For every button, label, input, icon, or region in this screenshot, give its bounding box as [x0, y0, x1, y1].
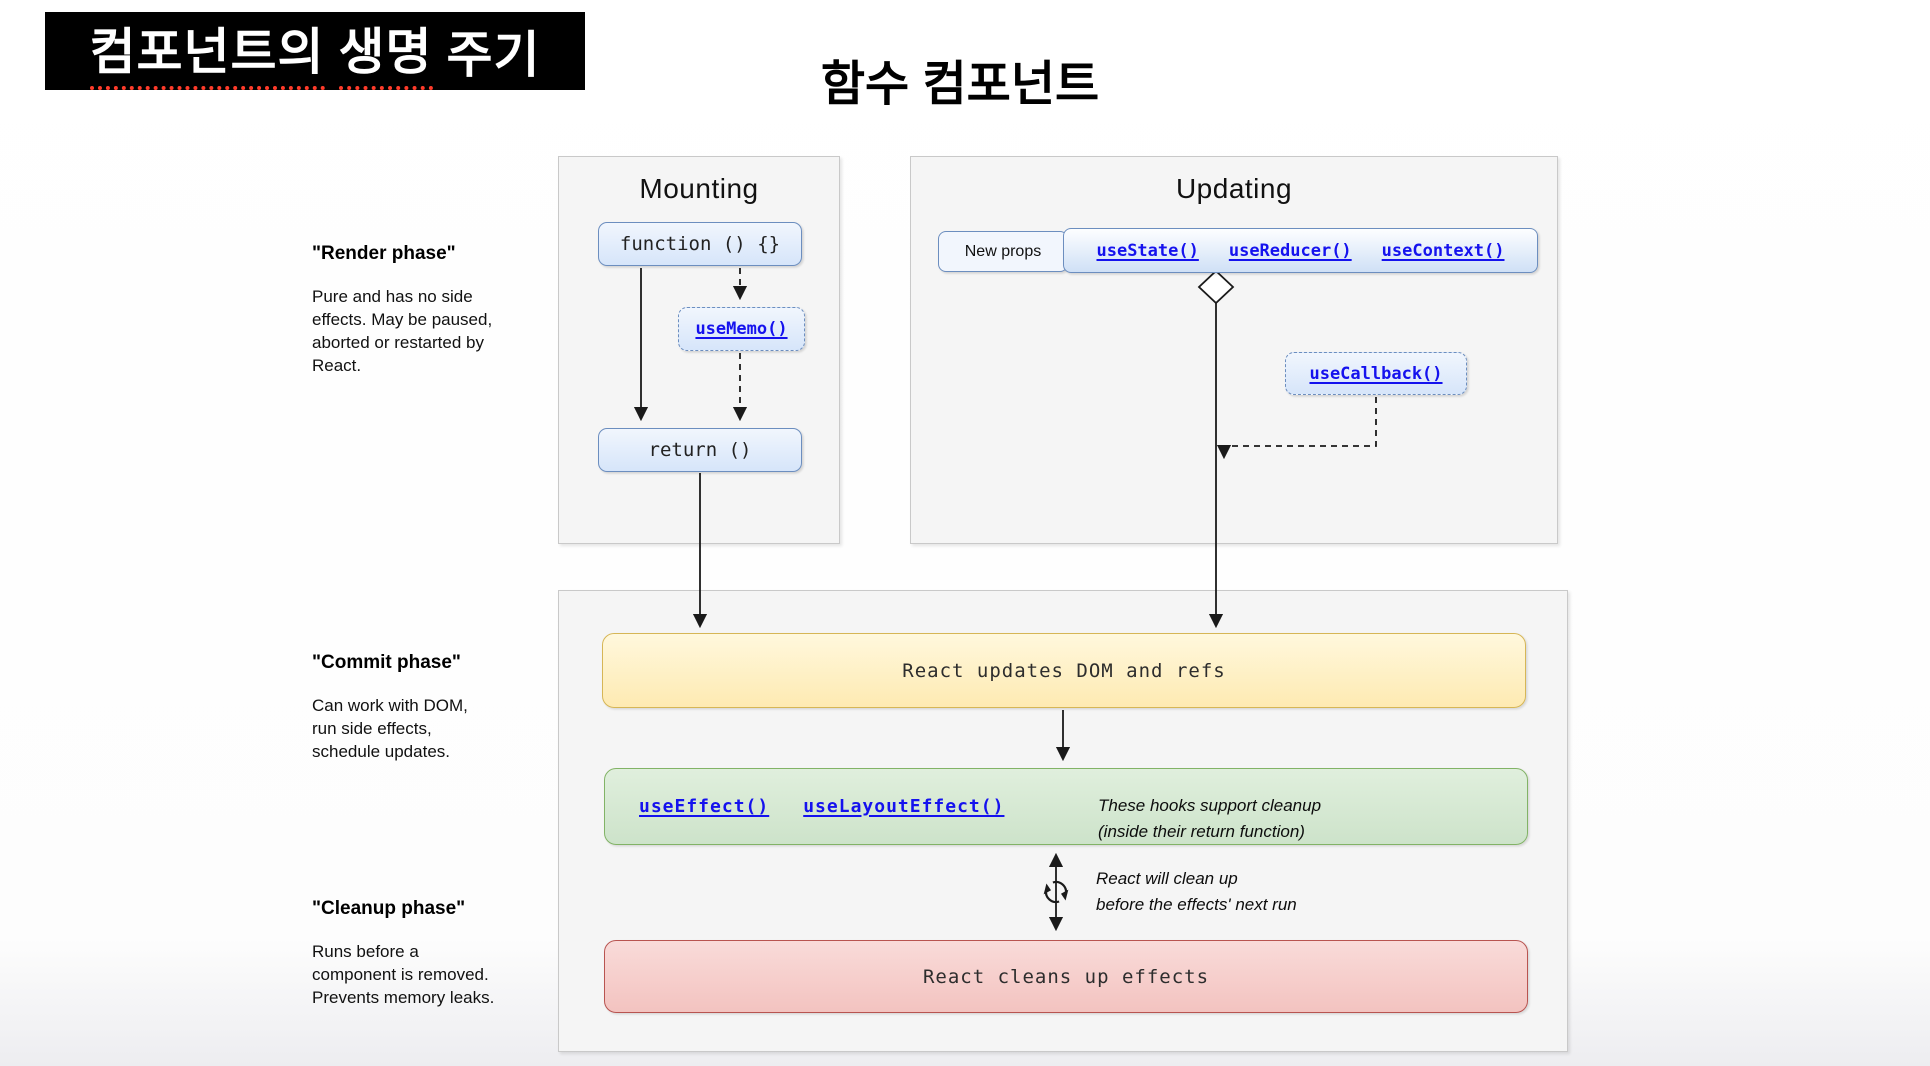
effects-cleanup-note: These hooks support cleanup (inside thei… [1098, 793, 1321, 845]
lifecycle-title-word: 주기 [446, 27, 541, 83]
cleanup-phase-line: Prevents memory leaks. [312, 988, 495, 1007]
lifecycle-title-word: 생명 [338, 12, 433, 90]
usereducer-link[interactable]: useReducer() [1228, 240, 1352, 261]
updates-dom-box: React updates DOM and refs [602, 633, 1526, 708]
cleanup-phase-line: Runs before a [312, 942, 419, 961]
cleanup-note-line: React will clean up [1096, 869, 1238, 888]
effect-hooks-box: useEffect() useLayoutEffect() [604, 768, 1528, 845]
cleanup-timing-note: React will clean up before the effects' … [1096, 866, 1297, 918]
return-node: return () [598, 428, 802, 472]
cleanup-phase-label: "Cleanup phase" Runs before a component … [312, 898, 522, 1009]
mounting-title: Mounting [639, 173, 759, 204]
cleanup-phase-title: "Cleanup phase" [312, 898, 466, 919]
render-phase-line: React. [312, 356, 362, 375]
updating-title: Updating [1175, 173, 1293, 204]
render-phase-line: effects. May be paused, [312, 310, 493, 329]
useeffect-link[interactable]: useEffect() [639, 796, 770, 817]
effect-hooks-links: useEffect() useLayoutEffect() [639, 769, 1004, 844]
updates-dom-label: React updates DOM and refs [902, 659, 1226, 682]
render-phase-line: aborted or restarted by [312, 333, 484, 352]
page-title: 함수 컴포넌트 [820, 58, 1100, 111]
usememo-link[interactable]: useMemo() [695, 319, 788, 339]
cleans-up-box: React cleans up effects [604, 940, 1528, 1013]
commit-phase-line: schedule updates. [312, 742, 450, 761]
render-phase-line: Pure and has no side [312, 287, 473, 306]
effects-note-line: (inside their return function) [1098, 822, 1305, 841]
effects-note-line: These hooks support cleanup [1098, 796, 1322, 815]
new-props-node: New props [938, 231, 1068, 272]
uselayouteffect-link[interactable]: useLayoutEffect() [803, 796, 1005, 817]
commit-phase-title: "Commit phase" [312, 652, 461, 673]
state-hooks-node: useState() useReducer() useContext() [1063, 228, 1538, 273]
usecallback-node: useCallback() [1285, 352, 1467, 395]
commit-phase-line: Can work with DOM, [312, 696, 468, 715]
usecallback-link[interactable]: useCallback() [1309, 363, 1443, 384]
usecontext-link[interactable]: useContext() [1381, 240, 1505, 261]
render-phase-label: "Render phase" Pure and has no side effe… [312, 243, 522, 377]
function-node: function () {} [598, 222, 802, 266]
new-props-label: New props [964, 242, 1042, 260]
commit-phase-label: "Commit phase" Can work with DOM, run si… [312, 652, 522, 763]
cleans-up-label: React cleans up effects [922, 965, 1210, 988]
return-node-label: return () [648, 439, 752, 461]
updating-container: Updating [910, 156, 1558, 544]
usememo-node: useMemo() [678, 307, 805, 351]
usestate-link[interactable]: useState() [1096, 240, 1199, 261]
lifecycle-title-banner: 컴포넌트의 생명 주기 [45, 12, 585, 90]
lifecycle-title-word: 컴포넌트의 [89, 12, 325, 90]
function-node-label: function () {} [619, 233, 781, 255]
cleanup-note-line: before the effects' next run [1096, 895, 1297, 914]
commit-phase-line: run side effects, [312, 719, 432, 738]
cleanup-phase-line: component is removed. [312, 965, 489, 984]
render-phase-title: "Render phase" [312, 243, 456, 264]
